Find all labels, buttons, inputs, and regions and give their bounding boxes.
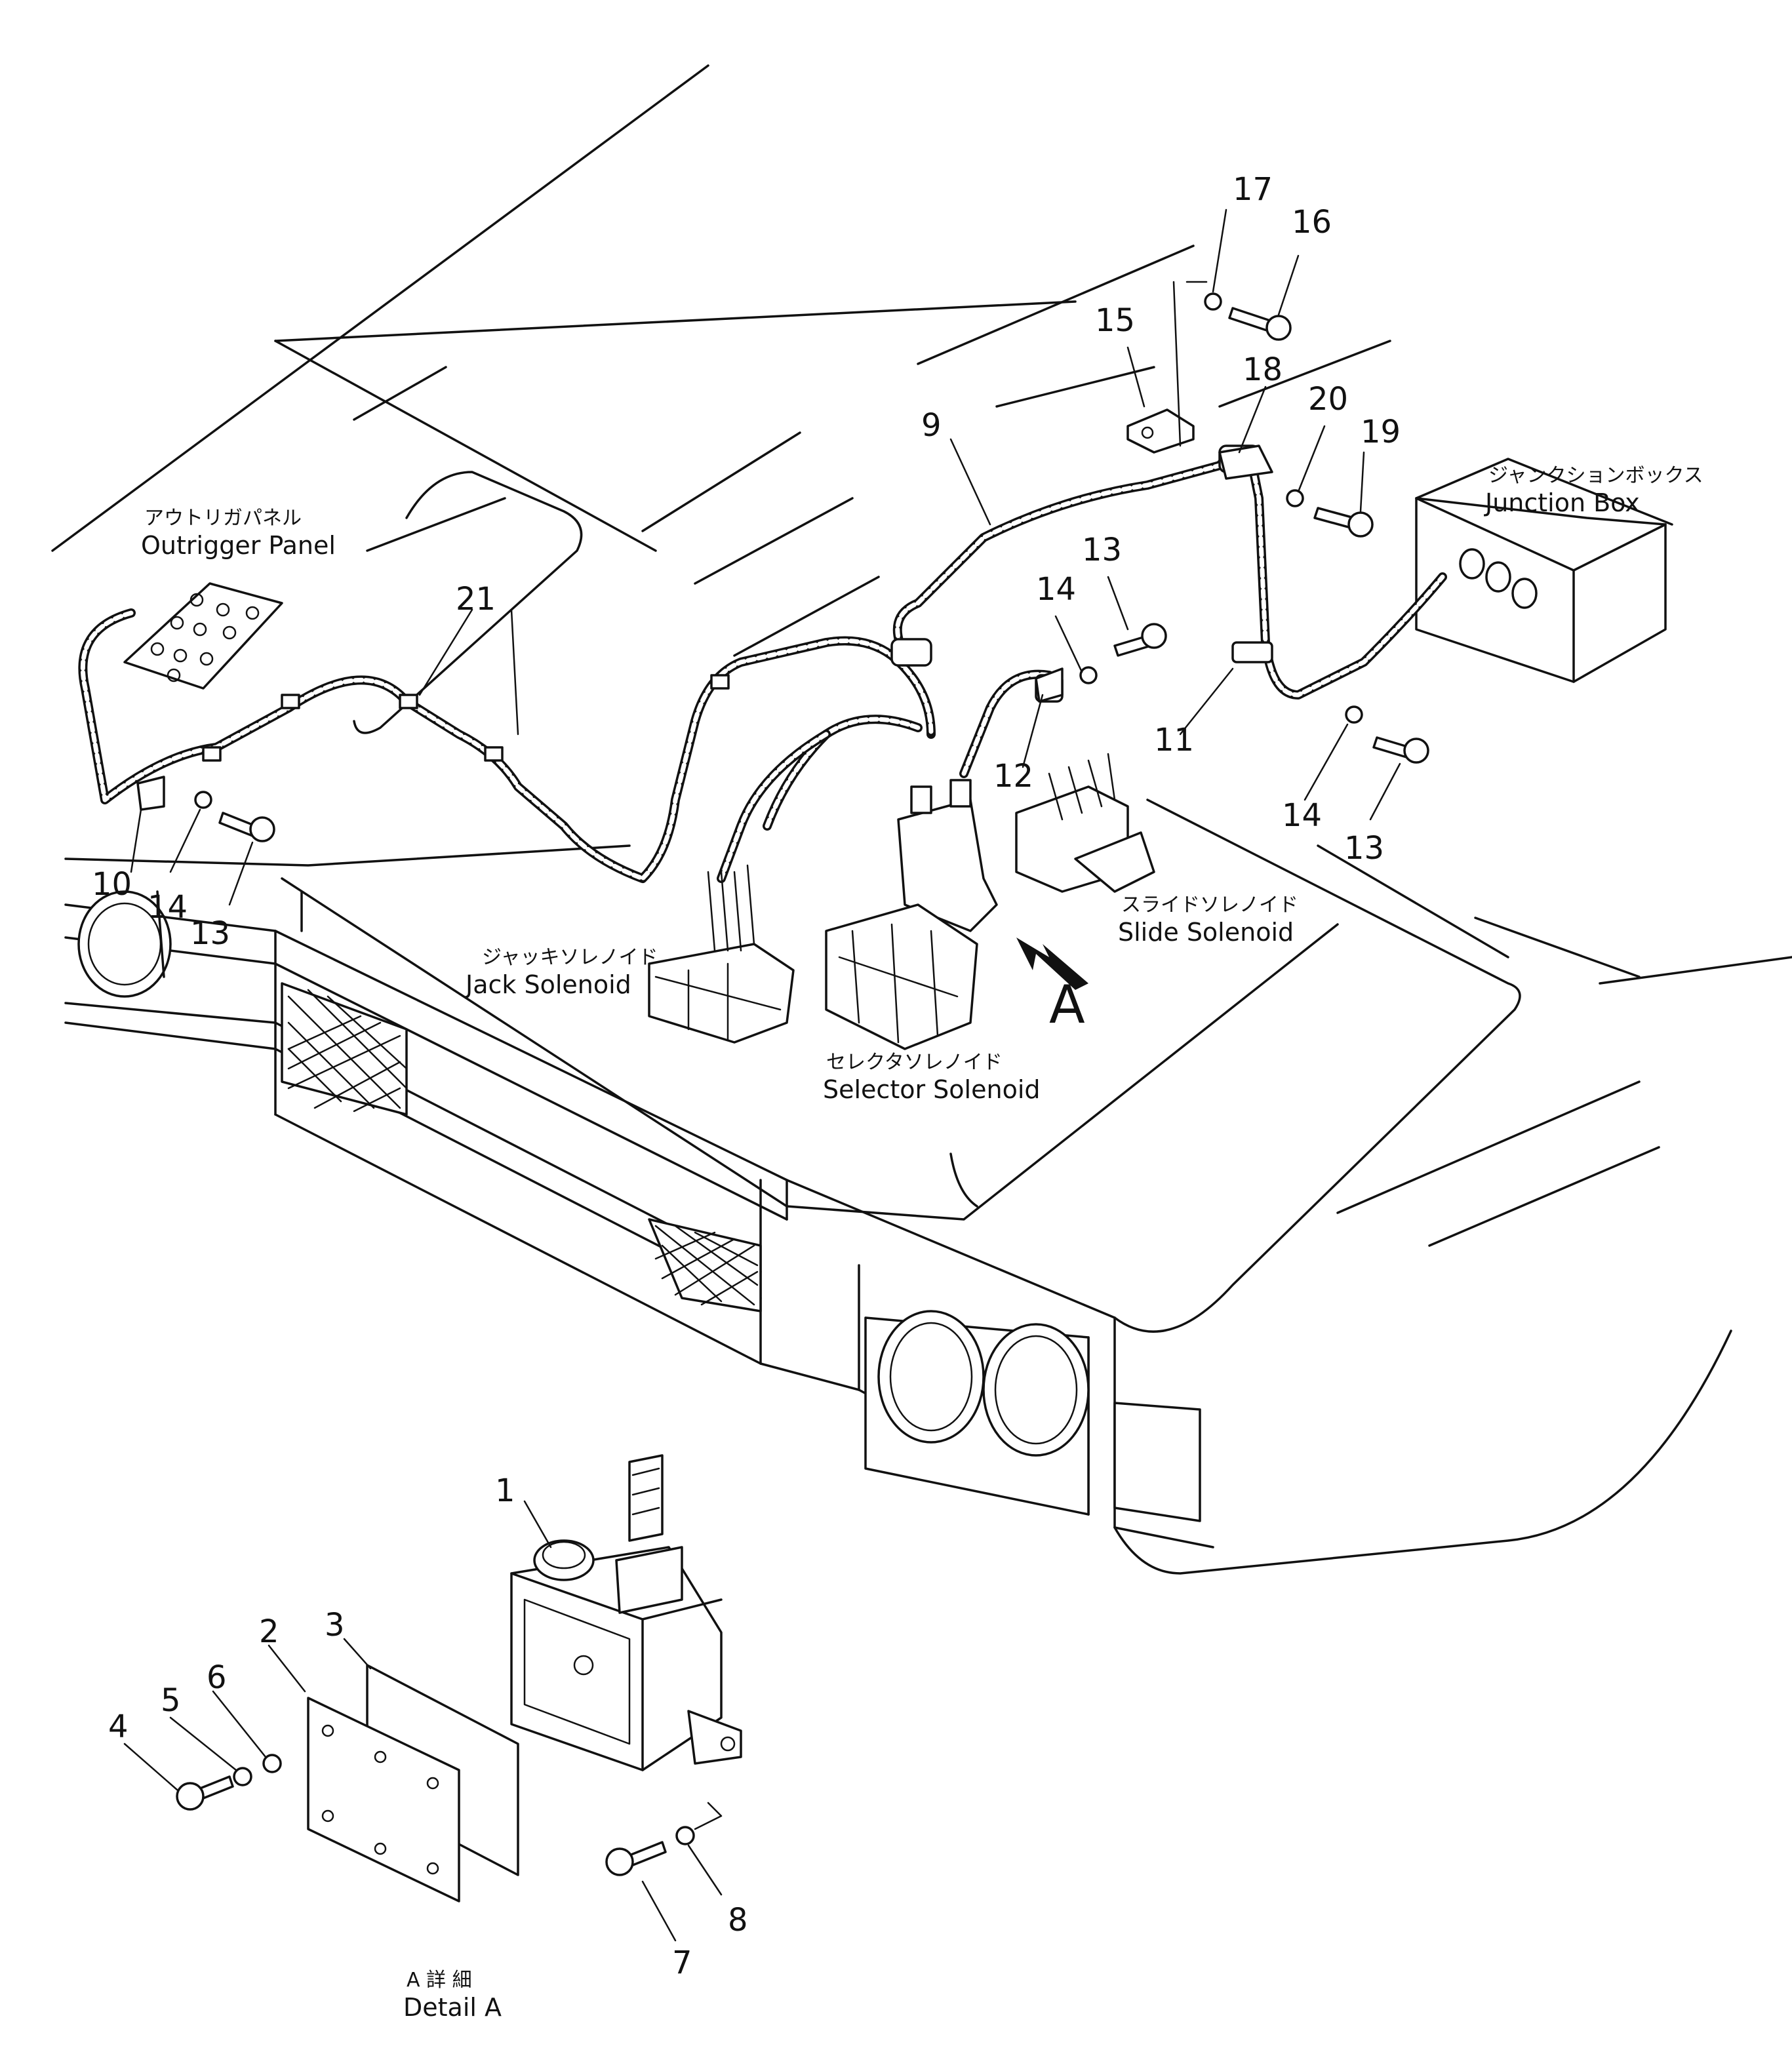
callout-9: 9: [921, 407, 942, 444]
callout-19: 19: [1361, 414, 1401, 450]
callout-13-upper: 13: [1082, 532, 1122, 568]
callout-18: 18: [1243, 351, 1283, 388]
callout-20: 20: [1308, 381, 1348, 418]
callout-13-left: 13: [190, 915, 230, 952]
junction-box-label-jp: ジャンクションボックス: [1488, 464, 1703, 487]
harness-to-junction: [1248, 461, 1447, 700]
jack-solenoid: [648, 864, 795, 1044]
callout-2: 2: [259, 1613, 279, 1650]
selector-solenoid: [825, 903, 978, 1050]
callout-5: 5: [161, 1682, 181, 1719]
callout-numbers: 1 2 3 4 5 6 7 8 9 10 11 12 13 13 13 14 1…: [92, 171, 1401, 1981]
callout-6: 6: [207, 1659, 227, 1696]
callout-16: 16: [1292, 204, 1332, 241]
outrigger-panel-label-jp: アウトリガパネル: [144, 507, 302, 530]
callout-1: 1: [495, 1472, 515, 1509]
harness-9: [892, 448, 1237, 660]
outrigger-panel-label-en: Outrigger Panel: [141, 531, 336, 560]
callout-13-right: 13: [1344, 830, 1384, 867]
outrigger-panel: [123, 582, 283, 690]
callout-21: 21: [456, 581, 496, 618]
slide-solenoid: [1015, 753, 1155, 893]
callout-3: 3: [325, 1607, 345, 1644]
view-arrow-label: A: [1049, 974, 1085, 1035]
view-arrow-a: [1016, 937, 1088, 990]
selector-solenoid-label-en: Selector Solenoid: [823, 1075, 1041, 1104]
callout-15: 15: [1095, 302, 1135, 339]
harness-main: [78, 608, 936, 883]
callout-11: 11: [1154, 722, 1194, 759]
callout-12: 12: [993, 758, 1033, 795]
callout-4: 4: [108, 1708, 129, 1745]
detail-a-label-en: Detail A: [403, 1993, 502, 2022]
detail-a-label-jp: A 詳 細: [407, 1969, 472, 1992]
slide-solenoid-label-en: Slide Solenoid: [1118, 918, 1294, 947]
selector-module: [897, 779, 998, 932]
component-labels: アウトリガパネル Outrigger Panel ジャンクションボックス Jun…: [141, 464, 1703, 2022]
callout-14-upper: 14: [1036, 571, 1076, 608]
junction-box-label-en: Junction Box: [1484, 488, 1640, 517]
slide-solenoid-label-jp: スライドソレノイド: [1121, 894, 1298, 917]
callout-14-right: 14: [1282, 797, 1322, 834]
leader-lines: [123, 208, 1401, 1942]
callout-7: 7: [672, 1944, 692, 1981]
jack-solenoid-label-en: Jack Solenoid: [464, 970, 631, 999]
hardware: [136, 292, 1429, 842]
callout-17: 17: [1233, 171, 1273, 208]
callout-10: 10: [92, 866, 132, 903]
grille-mesh-left: [281, 982, 408, 1116]
jack-solenoid-label-jp: ジャッキソレノイド: [482, 946, 658, 969]
callout-14-left: 14: [148, 889, 188, 926]
callout-8: 8: [728, 1902, 748, 1939]
grille-mesh-center: [648, 1218, 762, 1312]
junction-box: [1415, 458, 1673, 683]
vehicle-body: [51, 64, 1792, 1575]
detail-a: [176, 1454, 742, 1902]
selector-solenoid-label-jp: セレクタソレノイド: [826, 1051, 1003, 1074]
